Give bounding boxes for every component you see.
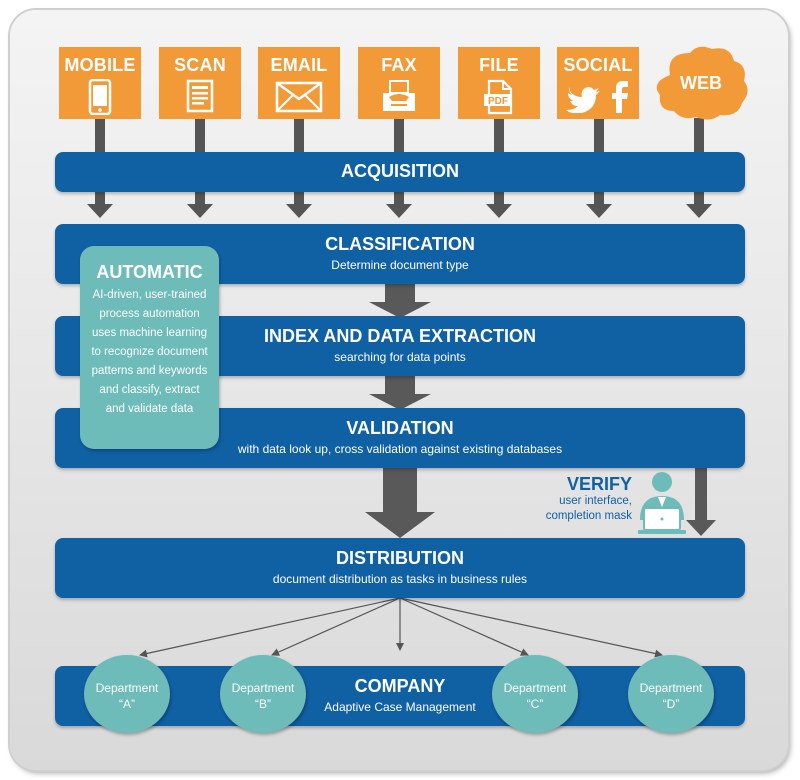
department-label: Department xyxy=(503,681,567,695)
stage-subtitle: document distribution as tasks in busine… xyxy=(272,572,528,586)
stage-title: INDEX AND DATA EXTRACTION xyxy=(264,326,536,346)
verify-line-1: user interface, xyxy=(559,495,632,507)
verify-arrow xyxy=(686,468,716,536)
svg-text:PDF: PDF xyxy=(488,96,508,107)
source-scan: SCAN xyxy=(159,47,241,119)
stage-title: VALIDATION xyxy=(346,418,454,438)
department-letter: “C” xyxy=(526,697,544,711)
department-d: Department “D” xyxy=(628,655,714,733)
department-label: Department xyxy=(231,681,295,695)
stage-title: ACQUISITION xyxy=(340,161,459,181)
source-label: FILE xyxy=(479,55,519,75)
source-fax: FAX xyxy=(358,47,440,119)
stage-subtitle: Adaptive Case Management xyxy=(324,700,476,714)
source-stems xyxy=(95,118,704,154)
source-file: FILE PDF xyxy=(458,47,540,119)
source-label: WEB xyxy=(680,73,722,93)
source-label: MOBILE xyxy=(64,55,136,75)
acquisition-bar: ACQUISITION xyxy=(55,152,745,192)
source-label: SCAN xyxy=(174,55,226,75)
stage-title: CLASSIFICATION xyxy=(325,234,475,254)
stage-subtitle: Determine document type xyxy=(331,258,469,272)
stage-title: COMPANY xyxy=(354,676,446,696)
source-mobile: MOBILE xyxy=(59,47,141,119)
department-letter: “D” xyxy=(662,697,680,711)
verify-callout: VERIFY user interface, completion mask xyxy=(520,474,632,524)
department-a: Department “A” xyxy=(84,655,170,733)
verify-line-2: completion mask xyxy=(545,510,632,522)
stage-subtitle: searching for data points xyxy=(334,350,466,364)
distribution-lines xyxy=(139,597,663,658)
department-c: Department “C” xyxy=(492,655,578,733)
stage-title: DISTRIBUTION xyxy=(336,548,464,568)
department-label: Department xyxy=(639,681,703,695)
user-at-laptop-icon xyxy=(638,472,686,534)
acquisition-arrows xyxy=(87,190,712,218)
department-label: Department xyxy=(95,681,159,695)
pdf-file-icon: PDF xyxy=(484,79,513,115)
department-letter: “A” xyxy=(119,697,135,711)
envelope-icon xyxy=(275,81,323,113)
department-b: Department “B” xyxy=(220,655,306,733)
source-label: EMAIL xyxy=(270,55,328,75)
mobile-phone-icon xyxy=(88,79,112,115)
source-label: SOCIAL xyxy=(563,55,633,75)
automatic-title: AUTOMATIC xyxy=(96,262,203,282)
verify-title: VERIFY xyxy=(566,474,632,494)
department-letter: “B” xyxy=(255,697,271,711)
stage-subtitle: with data look up, cross validation agai… xyxy=(237,442,563,456)
cloud-icon xyxy=(656,46,748,120)
source-social: SOCIAL xyxy=(557,47,639,119)
scanned-document-icon xyxy=(186,79,214,113)
distribution-bar: DISTRIBUTION document distribution as ta… xyxy=(55,538,745,598)
source-label: FAX xyxy=(381,55,417,75)
automatic-panel: AUTOMATIC AI-driven, user-trained proces… xyxy=(80,246,219,449)
central-arrows xyxy=(365,284,435,538)
fax-machine-icon xyxy=(383,80,415,111)
automatic-description: AI-driven, user-trained process automati… xyxy=(91,289,208,415)
source-email: EMAIL xyxy=(258,47,340,119)
twitter-facebook-icon xyxy=(566,81,628,113)
source-web: WEB xyxy=(652,45,750,123)
